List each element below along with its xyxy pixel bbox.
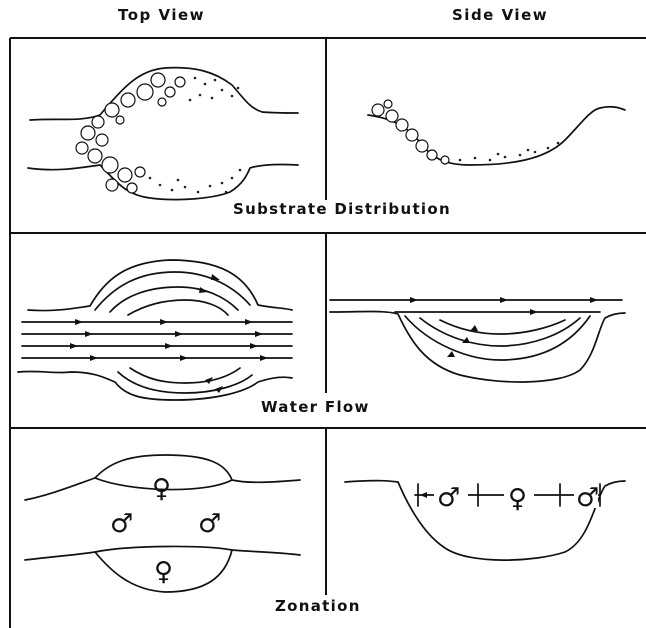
- caption-water-flow: Water Flow: [258, 398, 373, 416]
- female-symbol-upper: ♀: [152, 474, 171, 504]
- water-flow-side-view: [330, 297, 625, 382]
- sand-side: [459, 142, 560, 162]
- panel-grid: [10, 38, 646, 628]
- substrate-side-view: [368, 100, 625, 165]
- rocks-top: [76, 73, 185, 193]
- caption-substrate-distribution: Substrate Distribution: [230, 200, 454, 218]
- male-symbol-side-left: ♂: [437, 483, 460, 513]
- male-symbol-left: ♂: [110, 509, 133, 539]
- pool-bed-profile: [330, 312, 625, 382]
- male-symbol-right: ♂: [198, 509, 221, 539]
- rocks-side: [372, 100, 449, 164]
- female-symbol-lower: ♀: [154, 557, 173, 587]
- water-flow-top-view: [18, 260, 292, 400]
- zonation-top-view: ♀ ♂ ♂ ♀: [25, 455, 300, 592]
- flow-arrows-side: [410, 297, 598, 357]
- substrate-top-view: [28, 68, 298, 200]
- stream-bank-lower: [28, 164, 298, 199]
- zonation-side-view: ♂ ♀ ♂: [345, 481, 625, 561]
- female-symbol-side: ♀: [508, 484, 527, 514]
- caption-zonation: Zonation: [272, 597, 364, 615]
- sand-top: [149, 77, 242, 194]
- male-symbol-side-right: ♂: [576, 483, 599, 513]
